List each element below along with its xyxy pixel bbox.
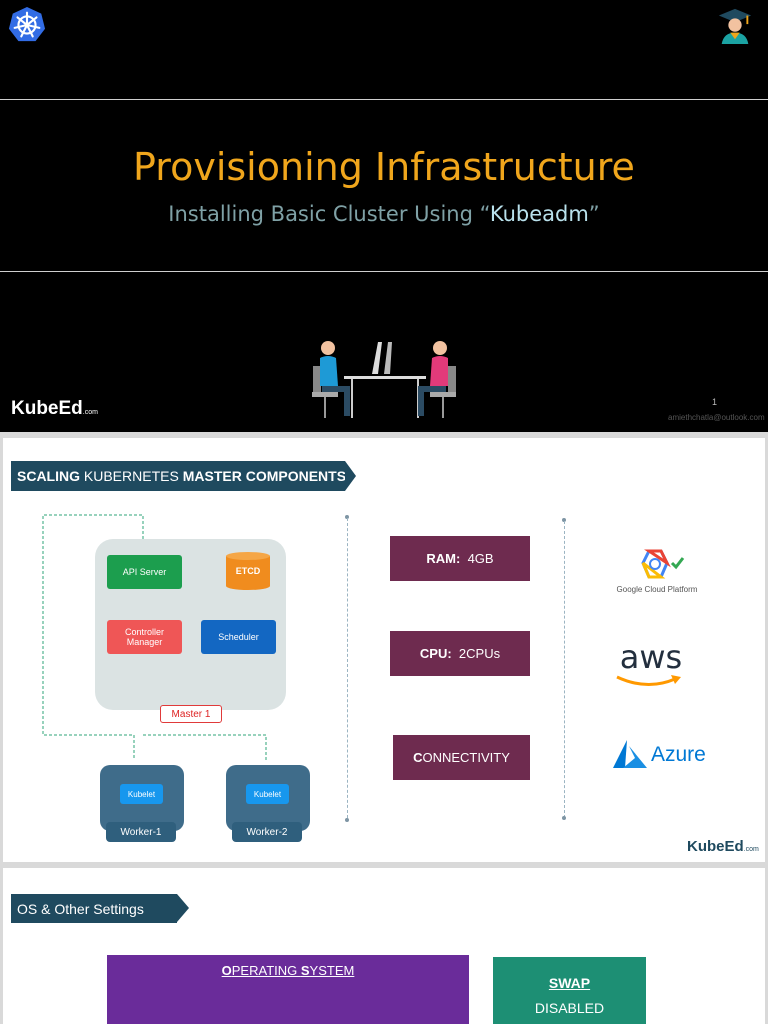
worker1-label: Worker-1 <box>106 822 176 842</box>
banner-arrow <box>177 894 189 922</box>
kubeed-logo: KubeEd.com <box>687 838 759 855</box>
slide-title: Provisioning Infrastructure <box>133 145 635 189</box>
master-label: Master 1 <box>160 705 222 723</box>
os-settings-slide: OS & Other Settings OPERATING SYSTEM SWA… <box>3 868 765 1024</box>
author-email: amiethchatla@outlook.com <box>668 413 765 422</box>
people-at-desk-illustration <box>312 341 456 418</box>
page-number: 1 <box>712 397 718 407</box>
graduate-avatar-icon <box>718 8 752 45</box>
top-divider <box>0 99 768 100</box>
azure-label: Azure <box>651 743 706 766</box>
cpu-spec: CPU: 2CPUs <box>390 631 530 676</box>
operating-system-panel: OPERATING SYSTEM <box>107 955 469 1024</box>
divider-dot <box>562 816 566 820</box>
kubelet1-box: Kubelet <box>120 784 163 804</box>
bottom-divider <box>0 271 768 272</box>
subtitle-highlight: Kubeadm <box>489 202 589 226</box>
banner-arrow <box>345 461 356 491</box>
kubeed-logo: KubeEd.com <box>11 398 98 419</box>
operating-system-heading: OPERATING SYSTEM <box>221 963 355 978</box>
divider-dot <box>562 518 566 522</box>
aws-smile-icon <box>616 675 681 686</box>
google-cloud-icon <box>641 549 685 579</box>
title-slide: Provisioning Infrastructure Installing B… <box>0 0 768 432</box>
master-components-slide: SCALING KUBERNETES MASTER COMPONENTS API… <box>3 438 765 862</box>
vertical-divider-2 <box>564 521 565 818</box>
section-banner: OS & Other Settings <box>11 894 177 923</box>
divider-dot <box>345 515 349 519</box>
ram-spec: RAM: 4GB <box>390 536 530 581</box>
worker2-label: Worker-2 <box>232 822 302 842</box>
swap-panel: SWAP DISABLED <box>493 957 646 1024</box>
aws-logo: aws <box>619 638 683 676</box>
divider-dot <box>345 818 349 822</box>
vertical-divider-1 <box>347 518 348 818</box>
scheduler-box: Scheduler <box>201 620 276 654</box>
kubernetes-logo-icon <box>8 6 46 42</box>
azure-logo-icon <box>613 740 647 768</box>
etcd-database-icon <box>226 552 270 590</box>
swap-status: DISABLED <box>534 1000 605 1016</box>
section-banner: SCALING KUBERNETES MASTER COMPONENTS <box>11 461 346 491</box>
gcp-label: Google Cloud Platform <box>616 585 698 594</box>
api-server-box: API Server <box>107 555 182 589</box>
slide-subtitle: Installing Basic Cluster Using “Kubeadm” <box>168 202 600 226</box>
swap-heading: SWAP <box>548 975 591 991</box>
etcd-label: ETCD <box>235 566 261 576</box>
kubelet2-box: Kubelet <box>246 784 289 804</box>
